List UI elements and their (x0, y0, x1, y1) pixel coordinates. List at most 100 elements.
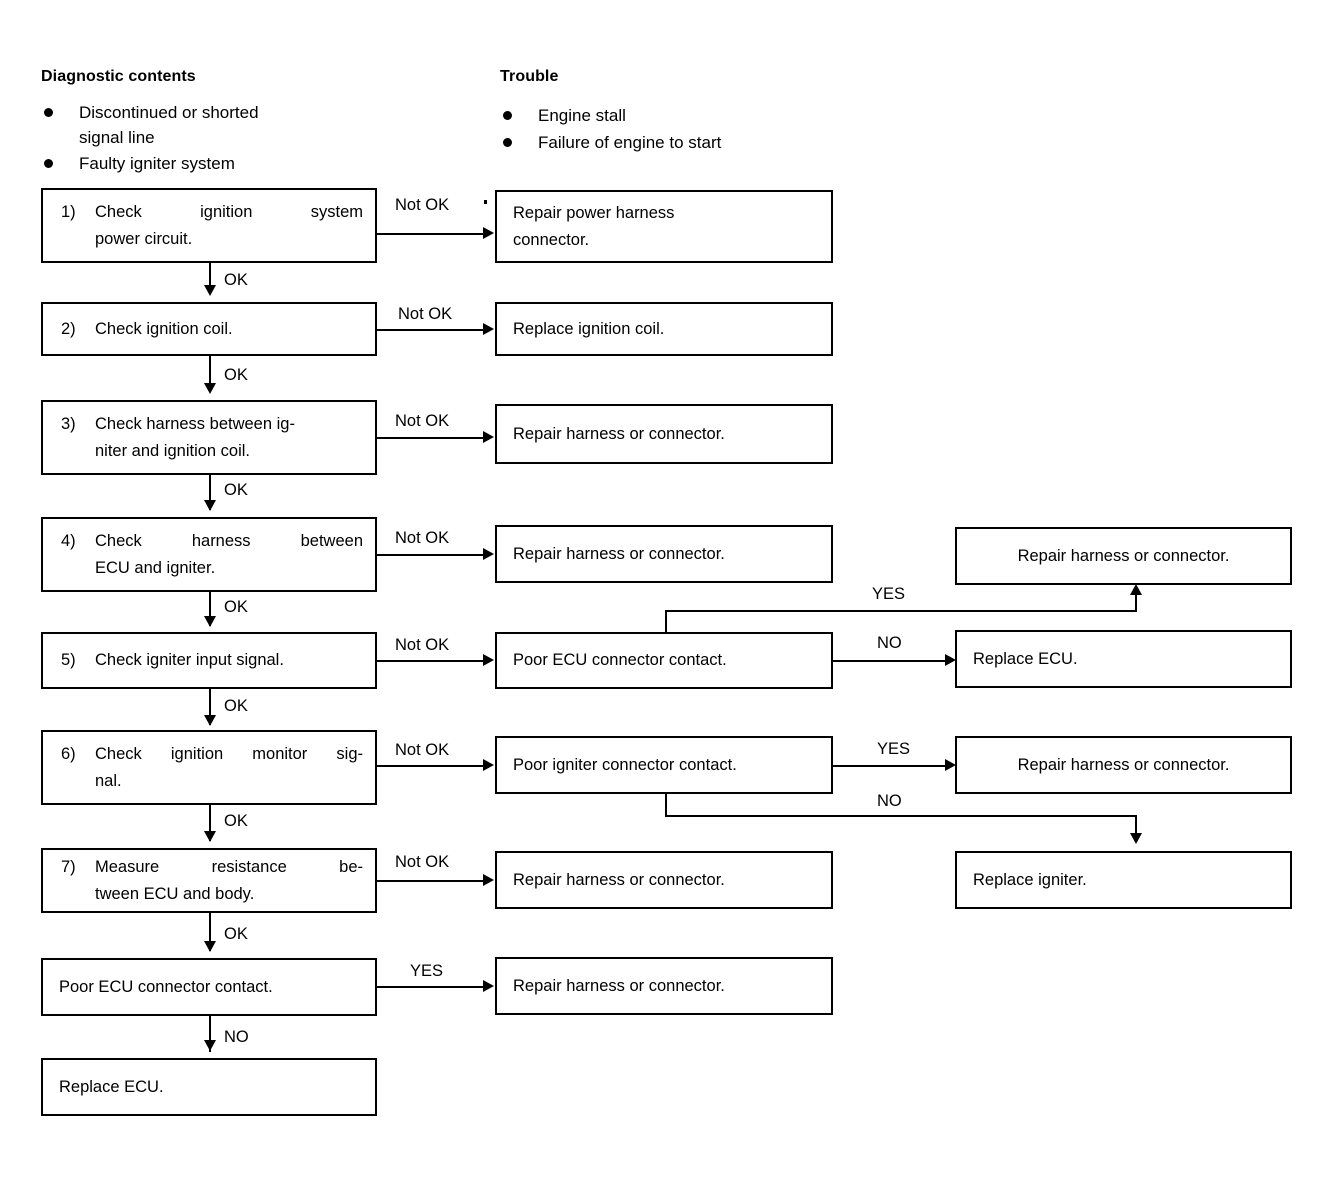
step-2-box[interactable]: 2) Check ignition coil. (41, 302, 377, 356)
arrowhead-icon (483, 323, 494, 335)
result-line: Repair harness or connector. (513, 976, 725, 995)
result-replace-ecu-5-box[interactable]: Replace ECU. (955, 630, 1292, 688)
result-replace-ignition-coil-box[interactable]: Replace ignition coil. (495, 302, 833, 356)
bullet-icon (503, 111, 512, 120)
step-1-box[interactable]: 1) Check ignition system power circuit. (41, 188, 377, 263)
arrowhead-icon (483, 759, 494, 771)
edge-label-not-ok-6: Not OK (395, 741, 450, 759)
edge-line-final-yes (377, 986, 483, 988)
step-6-number: 6) (61, 744, 76, 763)
arrowhead-icon (945, 759, 956, 771)
edge-label-yes-5: YES (872, 585, 906, 603)
edge-line-step1-notok (377, 233, 483, 235)
edge-label-ok-4: OK (224, 598, 248, 616)
result-repair-harness-4-box[interactable]: Repair harness or connector. (495, 525, 833, 583)
arrowhead-icon (483, 548, 494, 560)
diagnostic-item-label: Faulty igniter system (79, 154, 235, 173)
edge-line-step6-ok (209, 805, 211, 841)
result-repair-harness-7-box[interactable]: Repair harness or connector. (495, 851, 833, 909)
result-repair-harness-6-box[interactable]: Repair harness or connector. (955, 736, 1292, 794)
edge-line-no-6-drop (665, 794, 667, 817)
arrowhead-icon (204, 383, 216, 394)
edge-line-step7-notok (377, 880, 483, 882)
edge-line-yes-5-run (665, 610, 1137, 612)
result-line: Replace ECU. (973, 649, 1078, 668)
trouble-item: Failure of engine to start (503, 131, 721, 156)
edge-line-step5-notok (377, 660, 483, 662)
edge-line-no-6-run (665, 815, 1137, 817)
result-line: Poor igniter connector contact. (513, 755, 737, 774)
result-poor-ecu-contact-5-box[interactable]: Poor ECU connector contact. (495, 632, 833, 689)
diagnostic-contents-heading: Diagnostic contents (41, 68, 196, 85)
edge-line-step2-notok (377, 329, 483, 331)
edge-line-step7-ok (209, 913, 211, 951)
edge-label-ok-2: OK (224, 366, 248, 384)
edge-label-yes-6: YES (877, 740, 911, 758)
arrowhead-icon (204, 616, 216, 627)
result-repair-harness-4-right-box[interactable]: Repair harness or connector. (955, 527, 1292, 585)
result-repair-harness-3-box[interactable]: Repair harness or connector. (495, 404, 833, 464)
edge-line-step2-ok (209, 356, 211, 390)
result-line: Repair harness or connector. (513, 544, 725, 563)
result-line: Replace ECU. (59, 1077, 164, 1096)
edge-line-step5-ok (209, 689, 211, 725)
result-line: Repair harness or connector. (1017, 546, 1230, 565)
step-3-label: Check harness between ig- niter and igni… (95, 414, 295, 460)
arrowhead-icon (204, 715, 216, 726)
result-poor-ecu-contact-final-box[interactable]: Poor ECU connector contact. (41, 958, 377, 1016)
result-line: Repair power harness (513, 203, 675, 222)
result-line: Repair harness or connector. (1017, 755, 1230, 774)
result-poor-igniter-contact-box[interactable]: Poor igniter connector contact. (495, 736, 833, 794)
edge-label-ok-5: OK (224, 697, 248, 715)
result-line: Repair harness or connector. (513, 424, 725, 443)
edge-line-no-5 (833, 660, 945, 662)
edge-label-not-ok-3: Not OK (395, 412, 450, 430)
arrowhead-icon (483, 431, 494, 443)
bullet-icon (503, 138, 512, 147)
arrowhead-icon (204, 1040, 216, 1051)
step-5-number: 5) (61, 651, 76, 670)
arrowhead-icon (483, 980, 494, 992)
edge-label-no-6: NO (877, 792, 902, 810)
result-line: Repair harness or connector. (513, 870, 725, 889)
edge-label-not-ok-4: Not OK (395, 529, 450, 547)
bullet-icon (44, 108, 53, 117)
step-4-box[interactable]: 4) Check harness between ECU and igniter… (41, 517, 377, 592)
edge-label-not-ok-1: Not OK (395, 196, 450, 214)
step-5-box[interactable]: 5) Check igniter input signal. (41, 632, 377, 689)
result-line: Poor ECU connector contact. (59, 977, 273, 996)
result-line: Replace igniter. (973, 870, 1087, 889)
step-7-box[interactable]: 7) Measure resistance be- tween ECU and … (41, 848, 377, 913)
edge-label-ok-7: OK (224, 925, 248, 943)
result-replace-igniter-box[interactable]: Replace igniter. (955, 851, 1292, 909)
edge-line-no-6-descend (1135, 815, 1137, 837)
result-repair-power-harness-box[interactable]: Repair power harness connector. (495, 190, 833, 263)
step-4-label: Check harness between ECU and igniter. (95, 531, 363, 577)
edge-line-step4-notok (377, 554, 483, 556)
step-1-label: Check ignition system power circuit. (95, 202, 363, 248)
diagnostic-item: Discontinued or shorted signal line (44, 101, 259, 150)
step-6-box[interactable]: 6) Check ignition monitor sig- nal. (41, 730, 377, 805)
step-3-number: 3) (61, 414, 76, 433)
trouble-item-label: Engine stall (538, 106, 626, 125)
arrowhead-icon (204, 941, 216, 952)
arrowhead-icon (945, 654, 956, 666)
arrowhead-icon (483, 227, 494, 239)
trouble-item-label: Failure of engine to start (538, 133, 722, 152)
result-replace-ecu-final-box[interactable]: Replace ECU. (41, 1058, 377, 1116)
arrowhead-icon (483, 874, 494, 886)
diagnostic-item-label: Discontinued or shorted signal line (79, 103, 259, 147)
step-7-label: Measure resistance be- tween ECU and bod… (95, 857, 363, 903)
step-3-box[interactable]: 3) Check harness between ig- niter and i… (41, 400, 377, 475)
arrowhead-icon (483, 654, 494, 666)
edge-label-not-ok-7: Not OK (395, 853, 450, 871)
edge-label-no-5: NO (877, 634, 902, 652)
result-line: Replace ignition coil. (513, 319, 665, 338)
arrowhead-icon (204, 285, 216, 296)
result-repair-harness-final-box[interactable]: Repair harness or connector. (495, 957, 833, 1015)
step-2-label: Check ignition coil. (95, 319, 233, 338)
trouble-item: Engine stall (503, 104, 626, 129)
edge-line-step6-notok (377, 765, 483, 767)
step-1-number: 1) (61, 202, 76, 221)
